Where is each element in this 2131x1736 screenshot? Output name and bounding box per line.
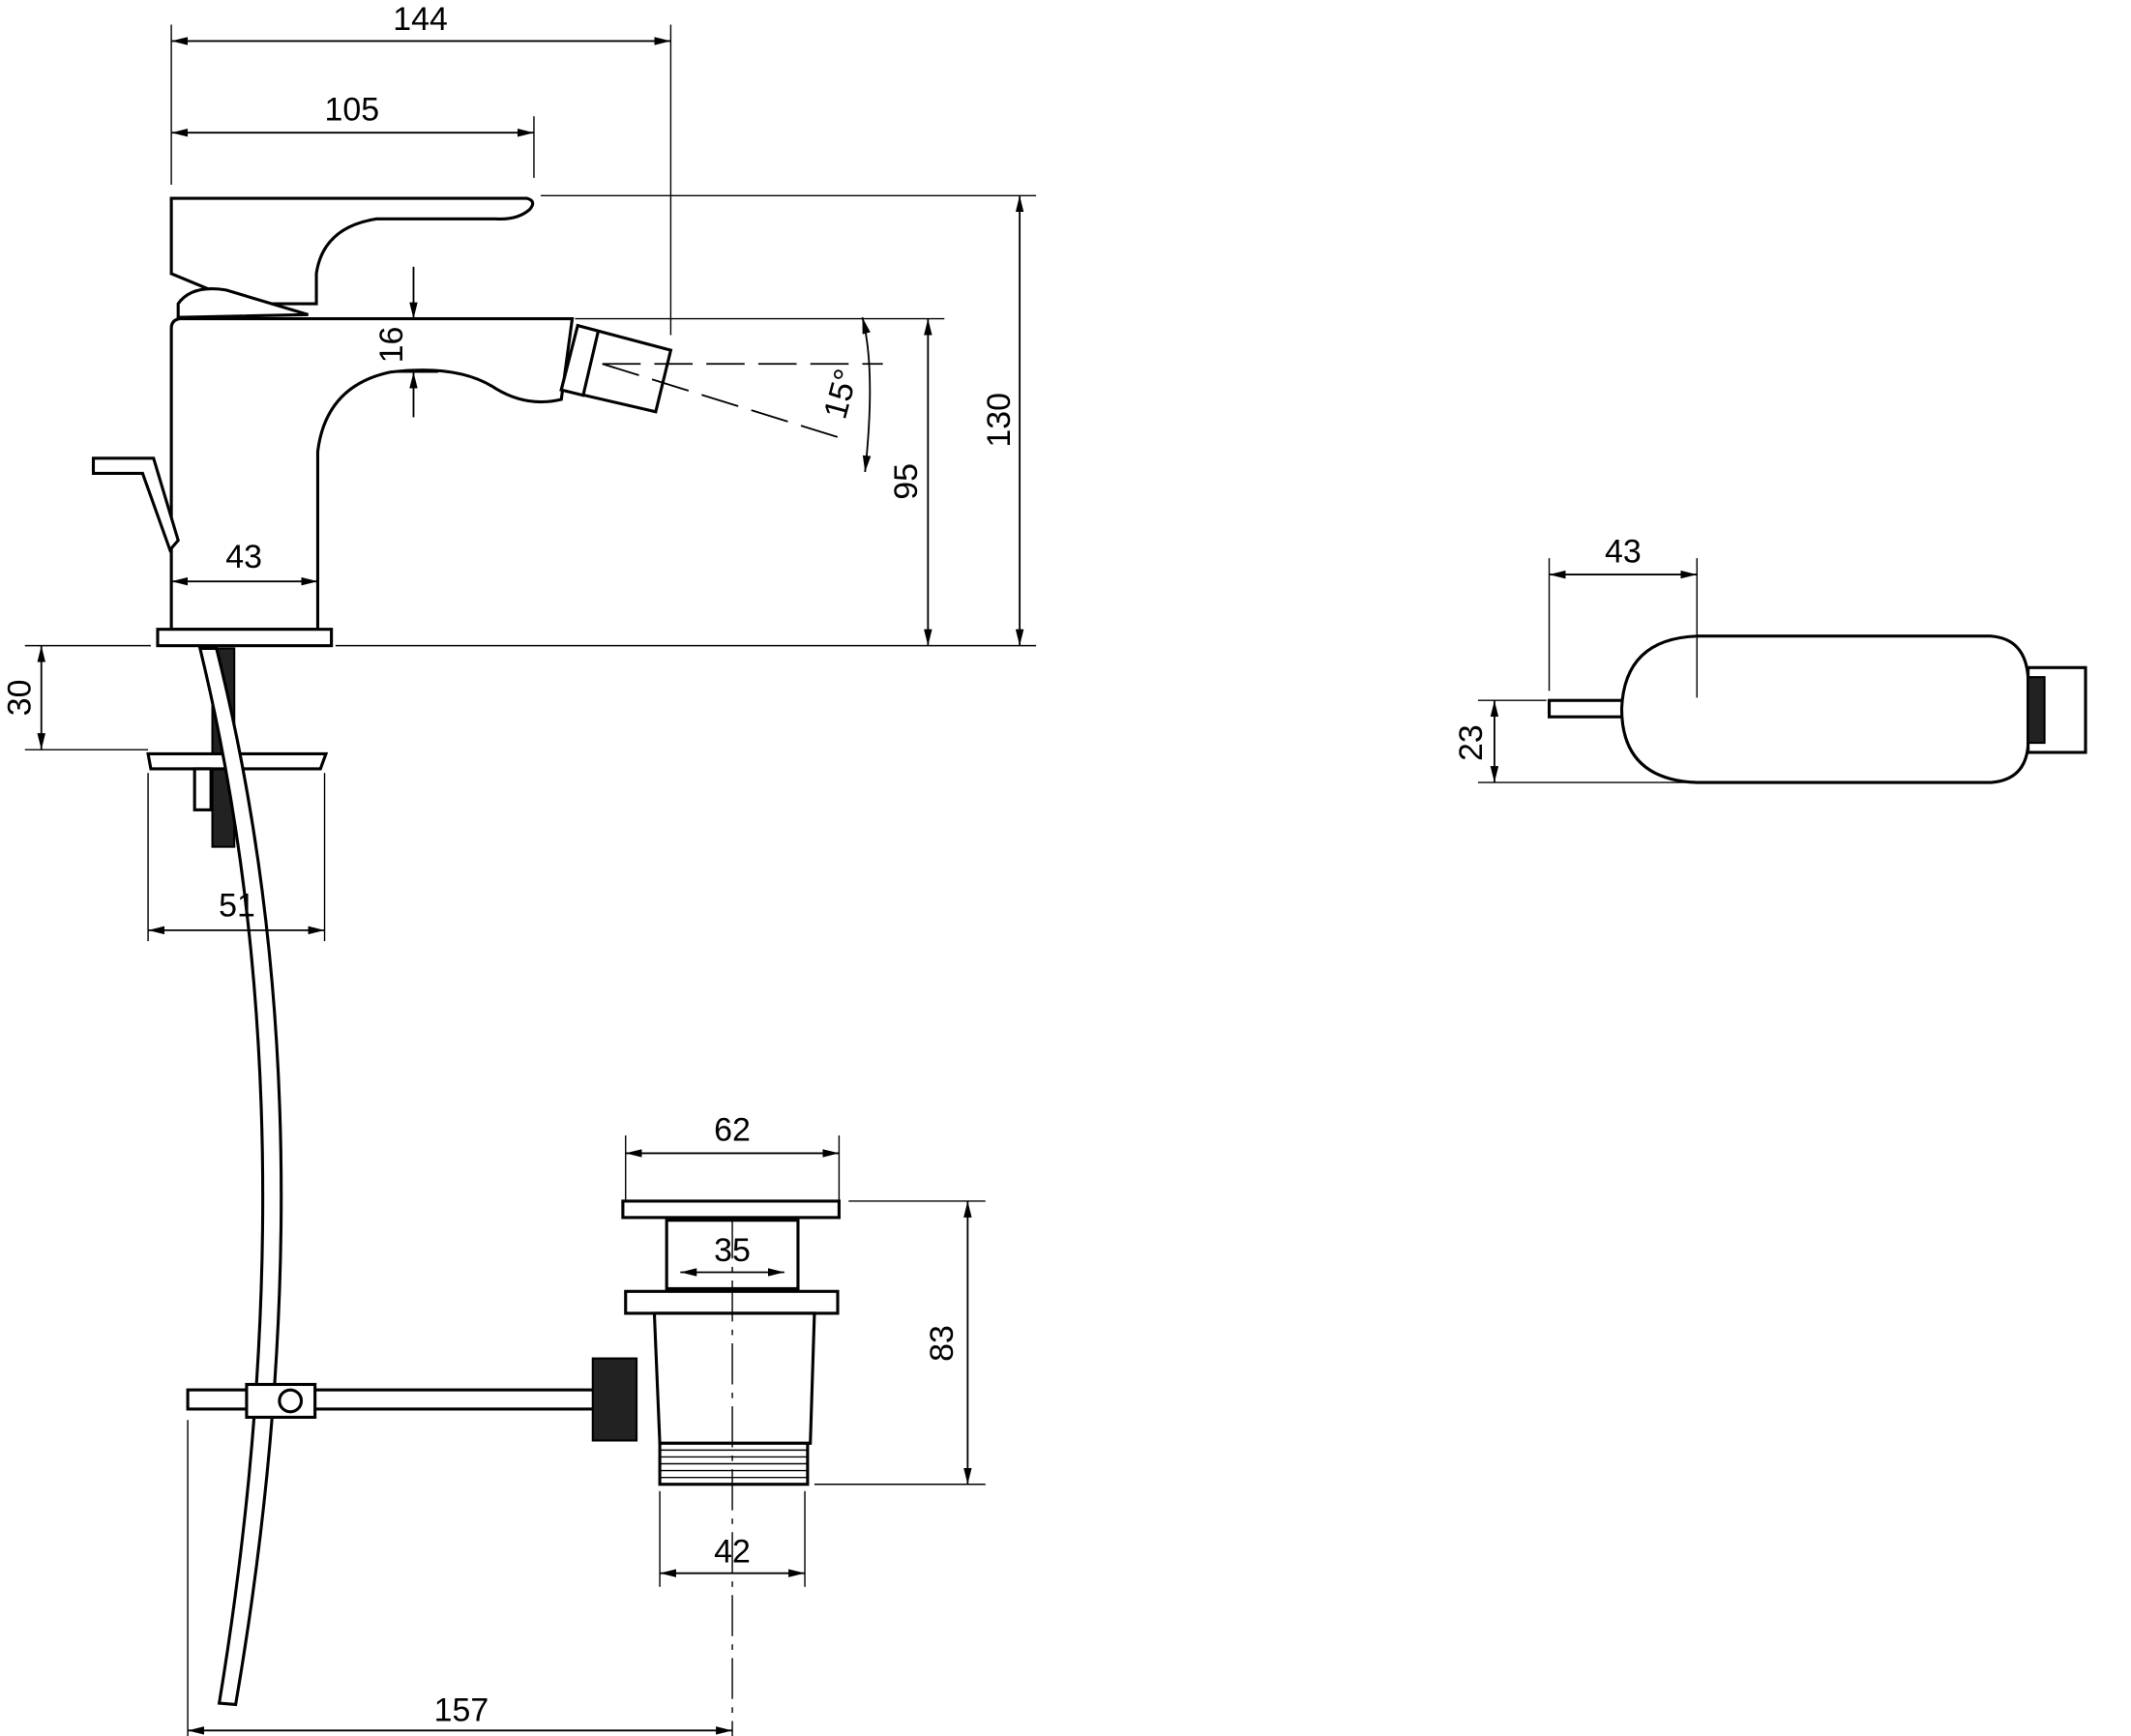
faucet-handle: [169, 196, 535, 306]
dim-top-view-offset: 23: [1453, 724, 1490, 761]
pop-up-lever: [91, 456, 180, 553]
dim-top-view-width: 43: [1605, 533, 1642, 570]
waste-cap: [621, 1199, 841, 1220]
dim-mounting-depth: 30: [1, 680, 38, 717]
dim-spray-angle: 15°: [817, 366, 866, 423]
dimension-labels: 144 105 130 95 16 15° 43 30 51 62 35 83 …: [1, 1, 1641, 1728]
base-plate: [156, 628, 334, 648]
faucet-side-view: [91, 196, 673, 1707]
dim-waste-thread: 42: [714, 1533, 751, 1570]
top-view-nozzle-ring: [2027, 676, 2046, 745]
nozzle-ring: [559, 323, 601, 397]
top-view-lever: [1547, 698, 1626, 719]
clamp-screw-icon: [278, 1388, 304, 1414]
fixing-bracket: [192, 767, 213, 811]
dim-handle-length: 105: [325, 91, 380, 128]
top-view-body: [1619, 634, 2030, 784]
pop-up-waste: [186, 1199, 841, 1736]
dim-body-width: 43: [225, 539, 262, 575]
dim-plate-width: 51: [219, 888, 255, 925]
dim-waste-height: 83: [924, 1325, 961, 1362]
faucet-top-view: [1547, 634, 2087, 784]
handle-cartridge: [176, 287, 310, 319]
dim-spout-gap: 16: [373, 327, 410, 364]
thread-hatching: [660, 1449, 808, 1479]
dimension-lines: [24, 24, 1698, 1736]
dim-waste-cap: 62: [714, 1112, 751, 1149]
dim-overall-length: 144: [393, 1, 448, 38]
dim-waste-inner: 35: [714, 1232, 751, 1269]
rod-knob: [591, 1357, 638, 1442]
dim-rod-length: 157: [434, 1692, 489, 1728]
dim-spout-height: 95: [888, 463, 925, 500]
faucet-body: [169, 317, 575, 632]
dim-overall-height: 130: [981, 393, 1018, 448]
flexible-hose: [197, 646, 283, 1707]
waste-body: [652, 1311, 816, 1445]
